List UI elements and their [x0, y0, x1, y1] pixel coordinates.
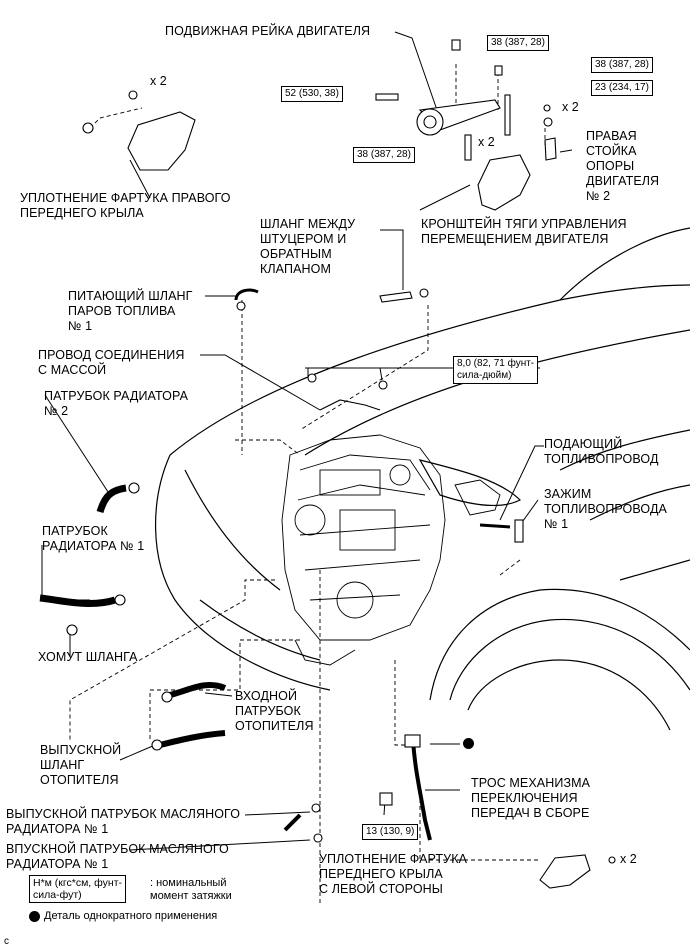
- leader-lines: [41, 31, 573, 879]
- heater-inlet-hose: [169, 682, 227, 698]
- torque-box-13: 13 (130, 9): [362, 824, 419, 840]
- label-hose-union-check-valve: ШЛАНГ МЕЖДУ ШТУЦЕРОМ И ОБРАТНЫМ КЛАПАНОМ: [260, 217, 356, 276]
- heater-outlet-hose: [159, 730, 226, 748]
- torque-box-23: 23 (234, 17): [591, 80, 653, 96]
- torque-box-38-right: 38 (387, 28): [591, 57, 653, 73]
- fuel-tube: [479, 523, 511, 529]
- torque-box-38-top: 38 (387, 28): [487, 35, 549, 51]
- ground-wire: [319, 399, 381, 411]
- multiplier-x2-seal: x 2: [150, 74, 167, 88]
- vehicle-body-outline: [154, 227, 690, 731]
- torque-box-38-left: 38 (387, 28): [353, 147, 415, 163]
- label-radiator-hose-1: ПАТРУБОК РАДИАТОРА № 1: [42, 524, 145, 553]
- label-left-fender-seal: УПЛОТНЕНИЕ ФАРТУКА ПЕРЕДНЕГО КРЫЛА С ЛЕВ…: [319, 852, 468, 896]
- label-radiator-hose-2: ПАТРУБОК РАДИАТОРА № 2: [44, 389, 189, 418]
- engine-assembly: [281, 434, 501, 666]
- multiplier-x2-bolt: x 2: [562, 100, 579, 114]
- legend-torque-unit: Н*м (кгс*см, фунт- сила-фут): [29, 875, 127, 903]
- label-bracket-torque-rod: КРОНШТЕЙН ТЯГИ УПРАВЛЕНИЯ ПЕРЕМЕЩЕНИЕМ Д…: [421, 217, 627, 246]
- torque-box-52: 52 (530, 38): [281, 86, 343, 102]
- torque-box-8: 8,0 (82, 71 фунт- сила-дюйм): [453, 356, 539, 384]
- radiator-hose-2: [96, 484, 127, 514]
- right-fender-seal: [127, 111, 196, 171]
- label-engine-moving-rod: ПОДВИЖНАЯ РЕЙКА ДВИГАТЕЛЯ: [165, 24, 371, 38]
- legend-torque-desc: : номинальный момент затяжки: [150, 877, 232, 902]
- label-ground-wire: ПРОВОД СОЕДИНЕНИЯ С МАССОЙ: [38, 348, 185, 377]
- single-use-marker: [463, 738, 474, 749]
- left-fender-seal: [539, 854, 591, 889]
- label-fuel-tube-clamp: ЗАЖИМ ТОПЛИВОПРОВОДА № 1: [544, 487, 667, 531]
- label-heater-inlet-hose: ВХОДНОЙ ПАТРУБОК ОТОПИТЕЛЯ: [235, 689, 314, 733]
- label-shift-cable: ТРОС МЕХАНИЗМА ПЕРЕКЛЮЧЕНИЯ ПЕРЕДАЧ В СБ…: [471, 776, 591, 820]
- label-hose-clamp: ХОМУТ ШЛАНГА: [38, 650, 138, 664]
- label-oil-cooler-inlet-hose: ВПУСКНОЙ ПАТРУБОК МАСЛЯНОГО РАДИАТОРА № …: [6, 842, 229, 871]
- multiplier-x2-left-seal: x 2: [620, 852, 637, 866]
- legend-single-use-icon: [29, 911, 40, 922]
- radiator-hose-1: [39, 594, 117, 607]
- label-right-engine-mount-stay: ПРАВАЯ СТОЙКА ОПОРЫ ДВИГАТЕЛЯ № 2: [586, 129, 660, 203]
- label-fuel-vapor-feed-hose: ПИТАЮЩИЙ ШЛАНГ ПАРОВ ТОПЛИВА № 1: [68, 289, 193, 333]
- shift-cable: [411, 739, 432, 841]
- fuel-vapor-feed-hose: [234, 288, 259, 301]
- components: [39, 39, 616, 889]
- label-oil-cooler-outlet-hose: ВЫПУСКНОЙ ПАТРУБОК МАСЛЯНОГО РАДИАТОРА №…: [6, 807, 241, 836]
- oil-cooler-outlet-hose: [283, 813, 302, 832]
- corner-code: c: [4, 936, 10, 947]
- torque-rod-bracket: [477, 154, 531, 211]
- multiplier-x2-bracket: x 2: [478, 135, 495, 149]
- label-heater-outlet-hose: ВЫПУСКНОЙ ШЛАНГ ОТОПИТЕЛЯ: [40, 743, 122, 787]
- legend-single-use: Деталь однократного применения: [44, 910, 218, 922]
- hose-union-check-valve: [379, 291, 413, 303]
- label-fuel-tube: ПОДАЮЩИЙ ТОПЛИВОПРОВОД: [544, 437, 659, 466]
- right-engine-mount-stay: [544, 137, 557, 161]
- hose-clamp: [66, 624, 78, 636]
- label-right-fender-seal: УПЛОТНЕНИЕ ФАРТУКА ПРАВОГО ПЕРЕДНЕГО КРЫ…: [20, 191, 231, 220]
